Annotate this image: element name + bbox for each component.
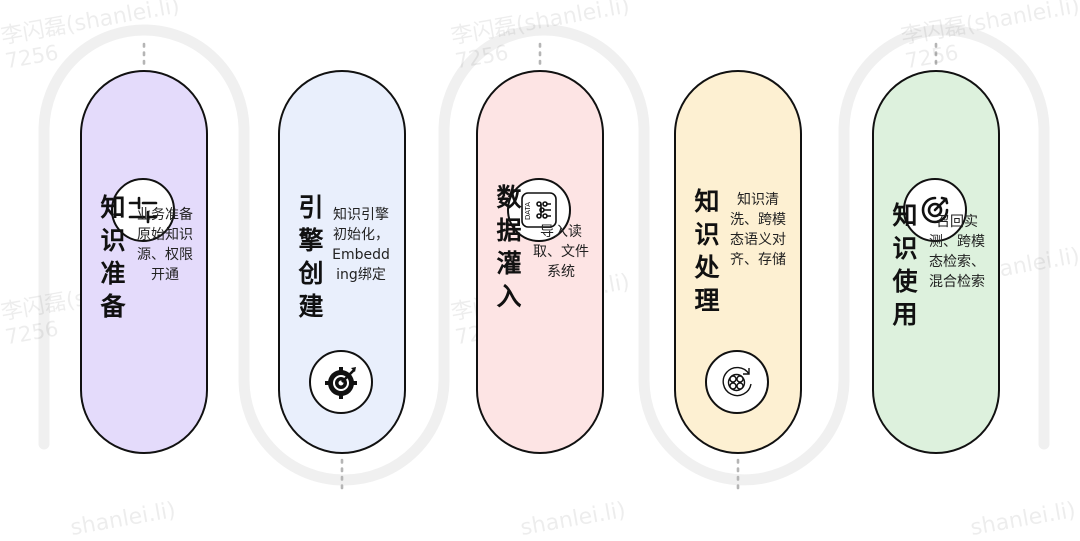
track-arch-1 <box>38 24 250 450</box>
step-title: 引擎创建 <box>295 194 324 326</box>
data-flow-icon: DATA <box>507 178 571 242</box>
step-card-engine-create: 引擎创建 知识引擎初始化，Embedding绑定 <box>278 70 406 454</box>
step-card-knowledge-use: 知识使用 召回实测、跨模态检索、混合检索 <box>872 70 1000 454</box>
step-description: 业务准备原始知识源、权限开通 <box>137 207 193 283</box>
step-description: 召回实测、跨模态检索、混合检索 <box>929 214 985 290</box>
step-title: 知识处理 <box>691 188 720 320</box>
target-gear-icon <box>309 350 373 414</box>
target-icon <box>903 178 967 242</box>
step-title: 知识使用 <box>889 202 918 334</box>
track-arch-3 <box>838 24 1050 450</box>
track-u-1 <box>238 124 450 486</box>
step-card-data-ingest: DATA 数据灌入 导入读取、文件系统 <box>476 70 604 454</box>
step-title: 知识准备 <box>97 194 126 326</box>
step-description: 知识引擎初始化，Embedding绑定 <box>332 207 390 283</box>
data-label: DATA <box>524 202 532 220</box>
step-description: 导入读取、文件系统 <box>533 224 589 280</box>
track-arch-2 <box>438 24 650 386</box>
track-u-2 <box>638 124 850 486</box>
sliders-icon <box>111 178 175 242</box>
cluster-refresh-icon <box>705 350 769 414</box>
step-description: 知识清洗、跨模态语义对齐、存储 <box>730 192 786 268</box>
step-title: 数据灌入 <box>493 184 522 316</box>
step-card-knowledge-process: 知识处理 知识清洗、跨模态语义对齐、存储 <box>674 70 802 454</box>
step-card-knowledge-prep: 知识准备 业务准备原始知识源、权限开通 <box>80 70 208 454</box>
